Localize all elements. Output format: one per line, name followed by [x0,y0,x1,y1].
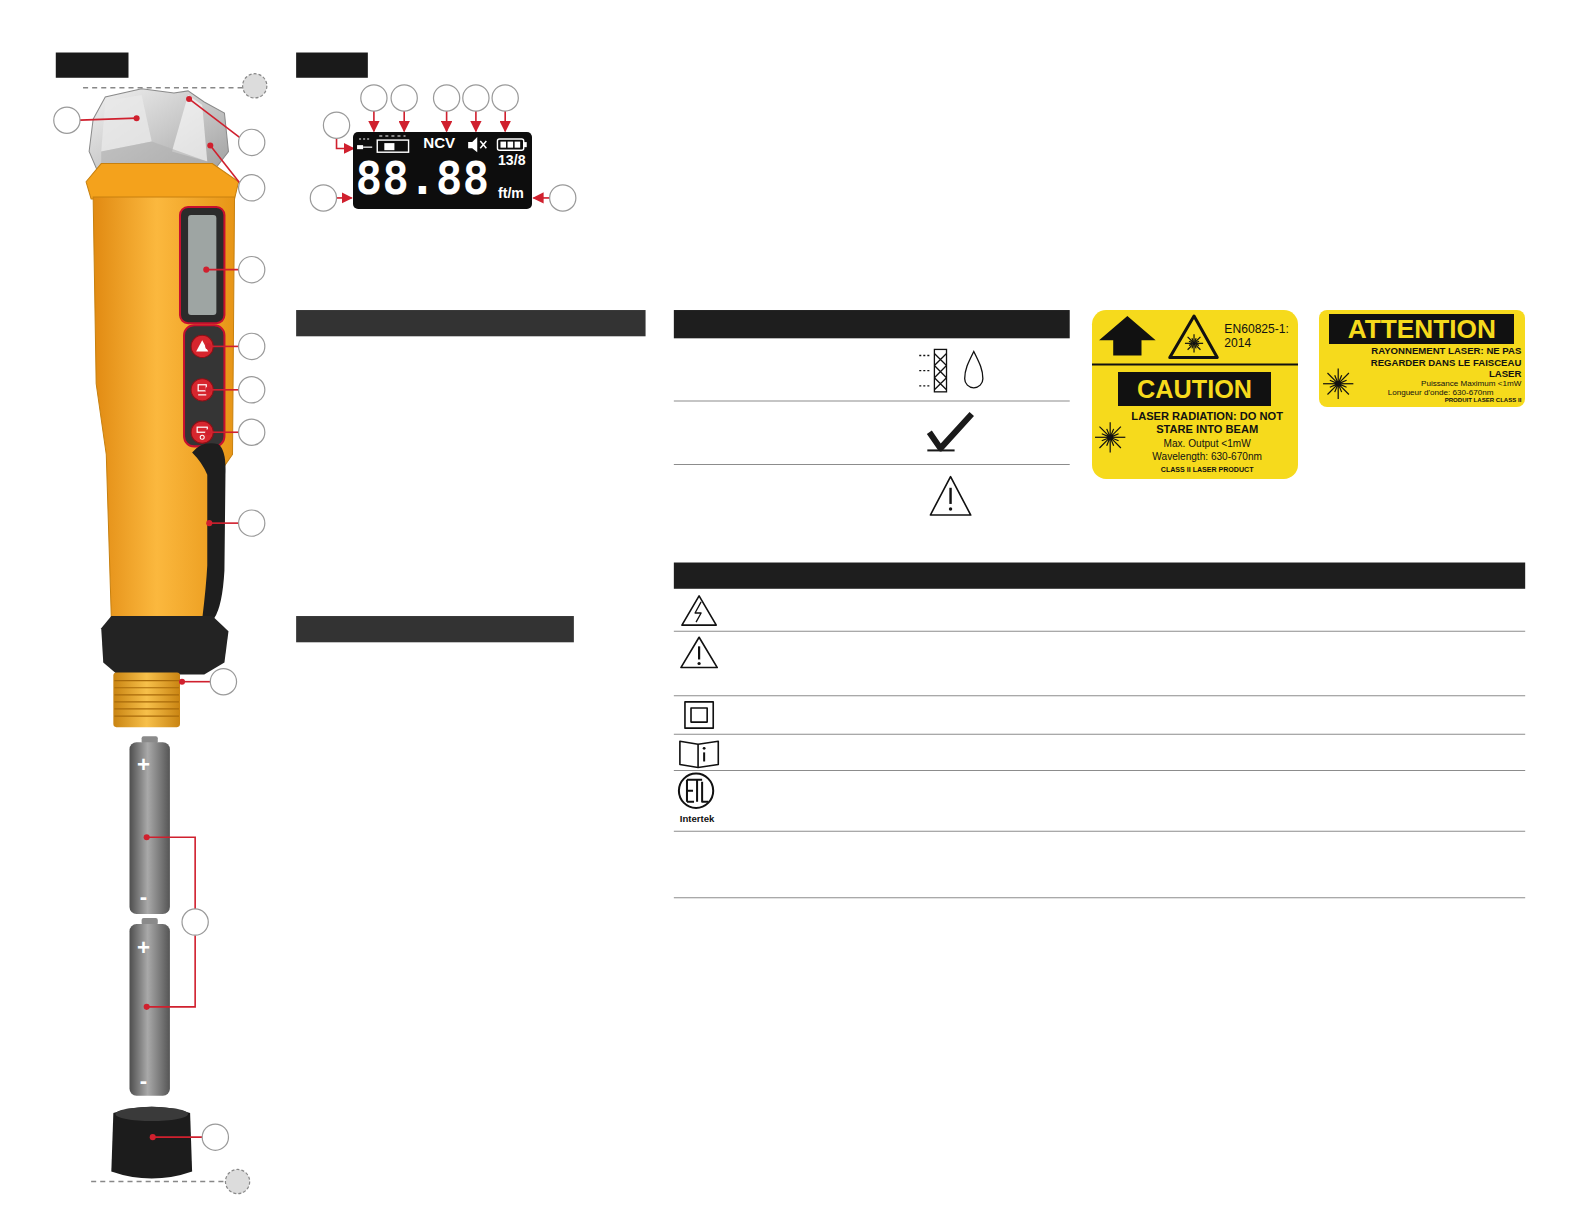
text-slot: Max. Output <1mW [1122,438,1292,450]
text-slot: - [133,884,153,911]
text-slot: EN60825-1: 2014 [1224,322,1297,350]
standard-text: EN60825-1: 2014 [1224,322,1297,350]
text-slot: - [133,1068,153,1095]
spec-text: Wavelength: 630-670nm [1122,451,1292,463]
text-slot: CAUTION [1118,372,1271,406]
text-slot: + [133,935,153,962]
text-slot: LASER RADIATION: DO NOT STARE INTO BEAM [1122,410,1292,436]
lcd-fraction: 13/8 [498,152,532,169]
attention-label: ATTENTIONRAYONNEMENT LASER: NE PAS REGAR… [1319,310,1525,407]
text-slot: Longueur d'onde: 630-670nm [1360,388,1522,397]
warning-text: RAYONNEMENT LASER: NE PAS REGARDER DANS … [1350,345,1522,378]
text-slot: NCV [423,134,465,152]
text-slot: ATTENTION [1329,314,1514,344]
lcd-unit: ft/m [498,185,532,202]
text-slot: ft/m [498,185,532,202]
text-slot: 13/8 [498,152,532,169]
text-slot: Puissance Maximum <1mW [1380,379,1521,388]
spec-text: Puissance Maximum <1mW [1380,379,1521,388]
class-text: PRODUIT LASER CLASS II [1410,397,1521,404]
lcd-digits: 88.88 [356,155,499,203]
text-slot: + [133,752,153,779]
battery-polarity: + [133,752,153,779]
text-slot: CLASS II LASER PRODUCT [1122,465,1292,474]
text-slot: PRODUIT LASER CLASS II [1410,397,1521,404]
warning-text: LASER RADIATION: DO NOT STARE INTO BEAM [1122,410,1292,436]
text-slot: Wavelength: 630-670nm [1122,451,1292,463]
lcd-segment: NCV [423,134,465,152]
spec-text: Longueur d'onde: 630-670nm [1360,388,1522,397]
class-text: CLASS II LASER PRODUCT [1122,465,1292,474]
label-heading: CAUTION [1118,372,1271,406]
battery-polarity: + [133,935,153,962]
text-slot: Intertek [671,813,724,825]
label-heading: ATTENTION [1329,314,1514,344]
caution-label: EN60825-1: 2014CAUTION LASER RADIATION: D… [1092,310,1298,479]
text-slot: 88.88 [356,155,499,203]
lcd-screen: NCV 88.8813/8 ft/m [353,132,533,209]
text-slot: RAYONNEMENT LASER: NE PAS REGARDER DANS … [1350,345,1522,378]
spec-text: Max. Output <1mW [1122,438,1292,450]
cert-mark-text: Intertek [671,813,724,825]
battery-polarity: - [133,1068,153,1095]
battery-polarity: - [133,884,153,911]
